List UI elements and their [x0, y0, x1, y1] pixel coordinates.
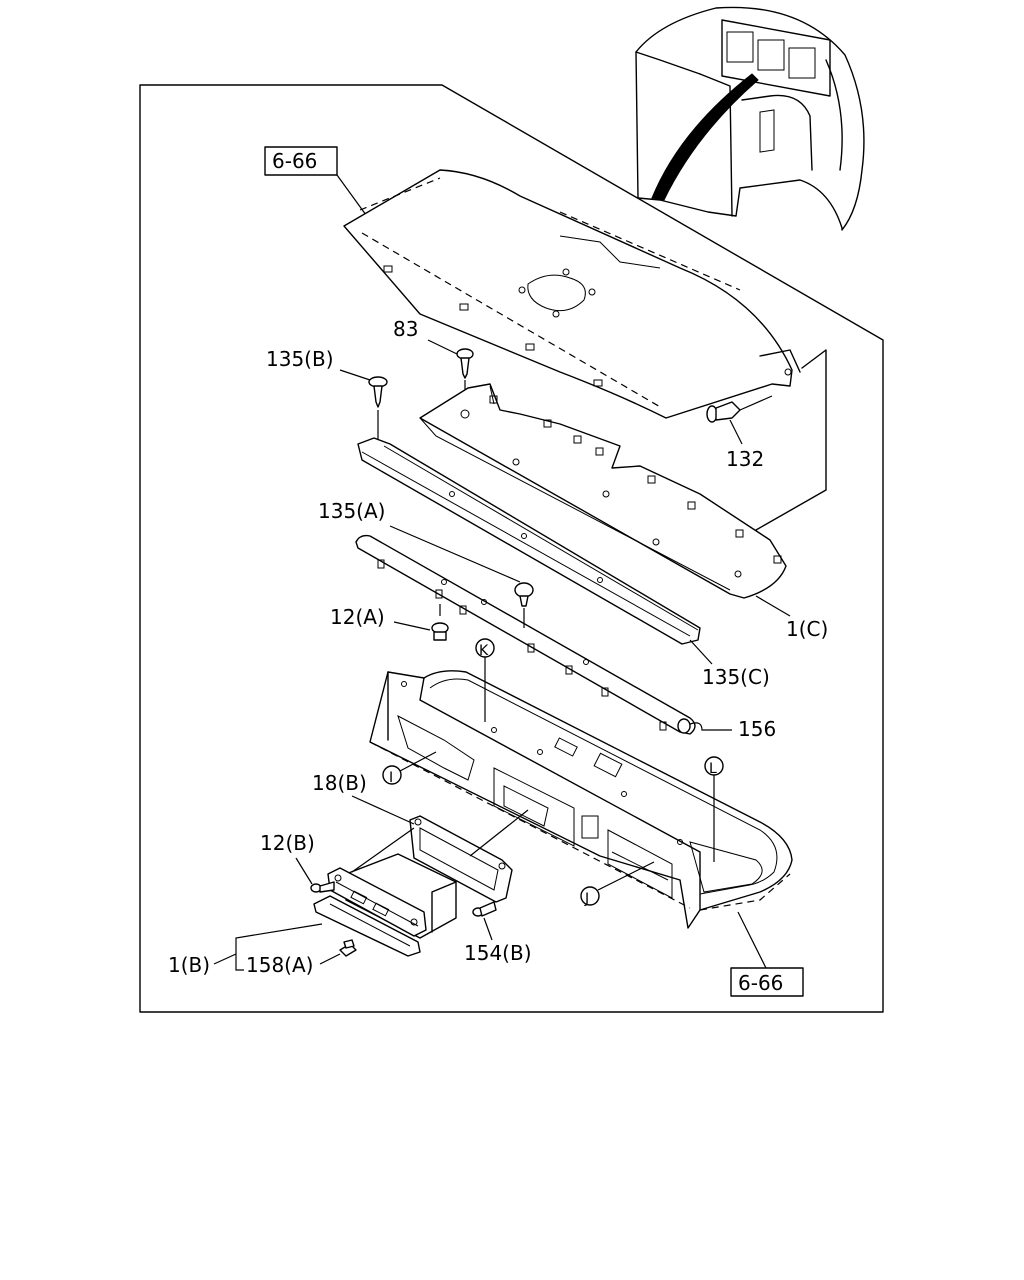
- label-132: 132: [726, 447, 764, 471]
- label-1b: 1(B): [168, 953, 210, 977]
- label-156: 156: [738, 717, 776, 741]
- screw-83: [456, 348, 474, 414]
- upper-panel: [343, 169, 801, 419]
- trim-135c: [357, 437, 701, 645]
- label-158a: 158(A): [246, 953, 313, 977]
- label-18b: 18(B): [312, 771, 367, 795]
- callout-l: L: [709, 761, 717, 777]
- bolt-12a: [431, 604, 449, 641]
- clip-156: [677, 718, 732, 734]
- label-135c: 135(C): [702, 665, 770, 689]
- ref-box-bottom: [730, 967, 804, 997]
- label-12a: 12(A): [330, 605, 385, 629]
- label-83: 83: [393, 317, 418, 341]
- clip-135a: [514, 582, 534, 628]
- label-135a: 135(A): [318, 499, 385, 523]
- label-12b: 12(B): [260, 831, 315, 855]
- ref-label-bottom: 6-66: [738, 971, 783, 995]
- screw-135b: [368, 376, 388, 444]
- callout-j: J: [584, 891, 589, 907]
- label-1c: 1(C): [786, 617, 828, 641]
- ref-box-top: [264, 146, 338, 176]
- bracket-1c: [419, 383, 787, 599]
- callout-i: I: [389, 770, 393, 786]
- label-135b: 135(B): [266, 347, 334, 371]
- label-154b: 154(B): [464, 941, 532, 965]
- lower-rail: [355, 534, 696, 735]
- main-housing: [369, 670, 793, 929]
- cab-inset: [635, 6, 865, 231]
- ref-label-top: 6-66: [272, 149, 317, 173]
- screw-154b: [472, 901, 497, 917]
- diagram-frame: [139, 84, 884, 1013]
- fastener-132: [706, 395, 773, 423]
- lid-1b: [313, 827, 457, 957]
- callout-j-circle: [580, 886, 600, 906]
- callout-k: K: [479, 643, 489, 659]
- latch-158a: [339, 939, 357, 957]
- callout-i-circle: [382, 765, 402, 785]
- frame-18b: [409, 815, 513, 903]
- screw-12b: [310, 881, 335, 893]
